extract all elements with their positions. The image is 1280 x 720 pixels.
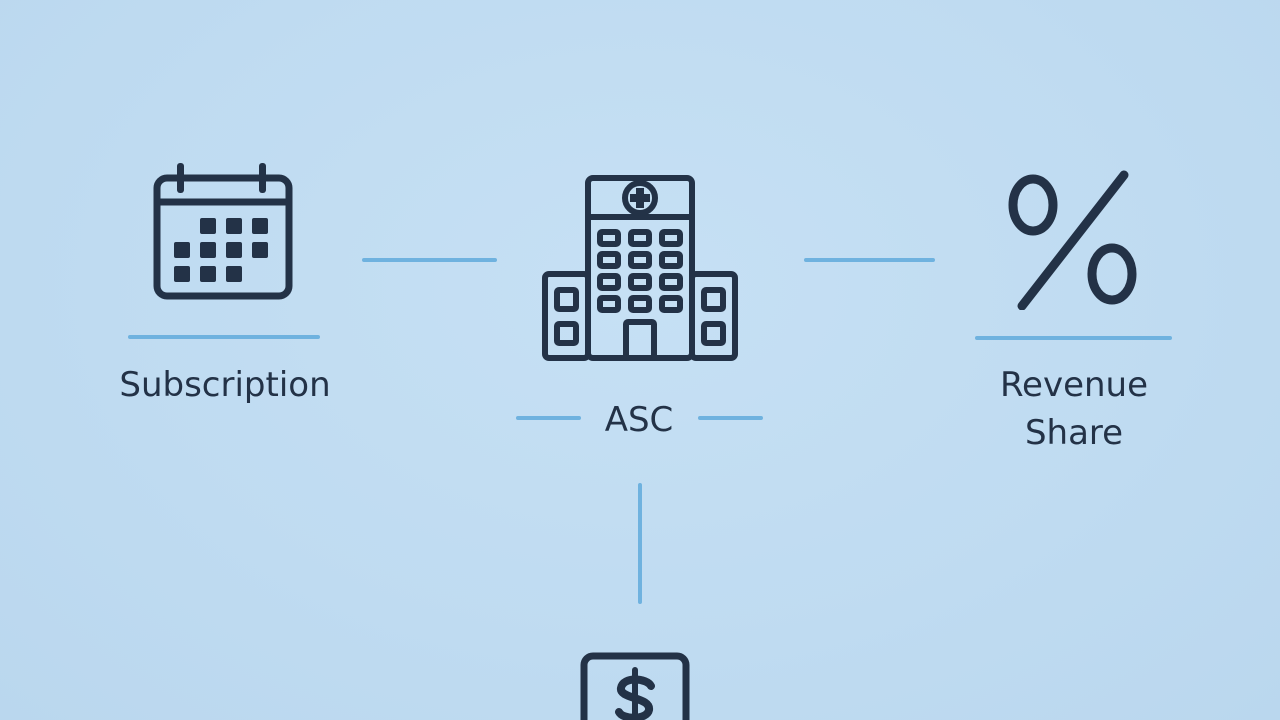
dollar-sign-icon	[580, 652, 690, 720]
hospital-building-icon	[541, 174, 739, 362]
asc-label-left-rule	[516, 416, 581, 420]
subscription-underline	[128, 335, 320, 339]
asc-label: ASC	[604, 400, 674, 440]
connector-asc-fee	[638, 483, 642, 604]
calendar-icon	[152, 160, 294, 302]
asc-label-right-rule	[698, 416, 763, 420]
percent-icon	[1006, 170, 1142, 310]
revenue-share-underline	[975, 336, 1172, 340]
subscription-label: Subscription	[119, 365, 331, 405]
connector-asc-revenue-share	[804, 258, 935, 262]
revenue-share-label: Revenue Share	[999, 365, 1149, 453]
connector-subscription-asc	[362, 258, 497, 262]
